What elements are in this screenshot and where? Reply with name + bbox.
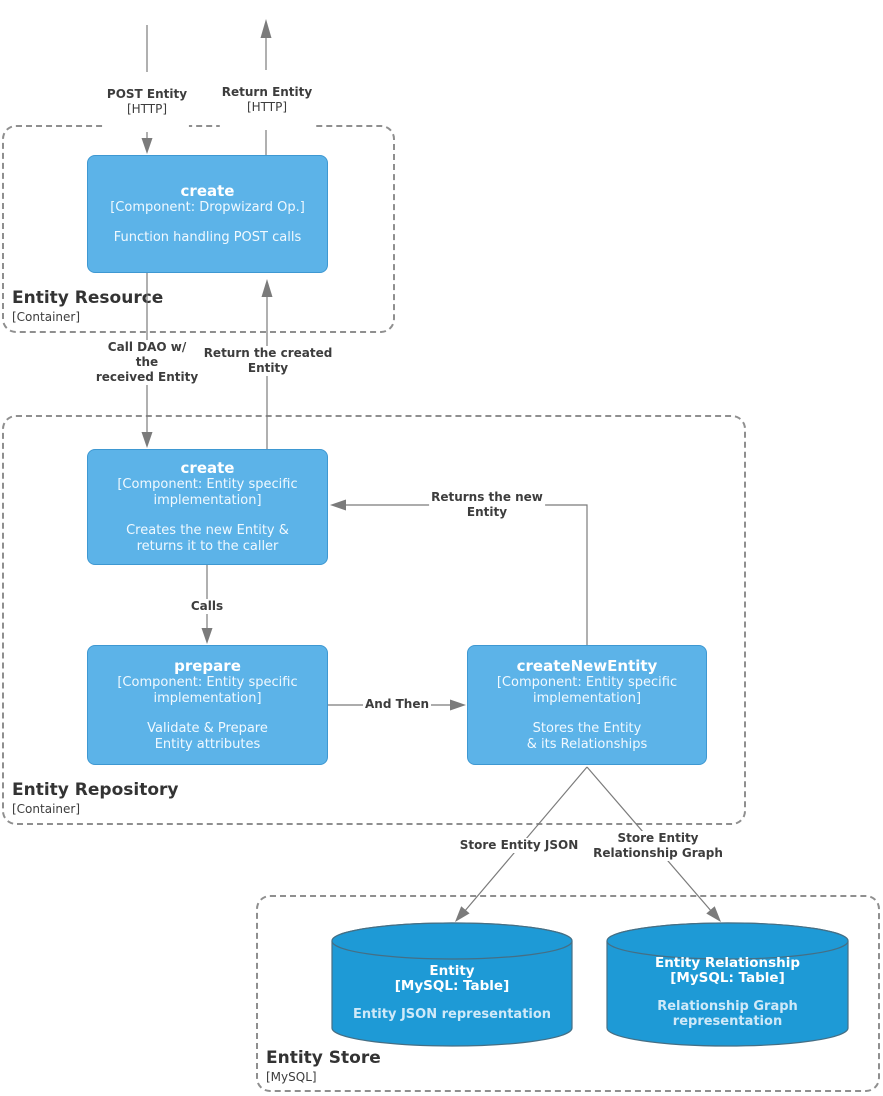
edge-label-store-graph: Store Entity Relationship Graph <box>591 831 725 861</box>
edge-label-return-entity: Return Entity [HTTP] <box>219 70 315 130</box>
component-description: Function handling POST calls <box>113 230 302 245</box>
component-subtitle: [Component: Entity specific implementati… <box>496 675 678 706</box>
database-title: Entity [MySQL: Table] <box>394 963 510 994</box>
database-entity-relationship-text: Entity Relationship [MySQL: Table] Relat… <box>607 955 848 1030</box>
container-title-entity-repository: Entity Repository <box>12 780 179 800</box>
container-title-entity-resource: Entity Resource <box>12 288 164 308</box>
container-type-entity-store: [MySQL] <box>266 1070 317 1084</box>
component-title: createNewEntity <box>516 657 658 675</box>
database-description: Relationship Graph representation <box>657 999 798 1029</box>
edge-label-call-dao: Call DAO w/ the received Entity <box>93 340 201 385</box>
component-subtitle: [Component: Entity specific implementati… <box>117 675 298 706</box>
container-entity-repository <box>2 415 746 825</box>
edge-label-returns-new: Returns the new Entity <box>429 490 545 520</box>
component-create-resource[interactable]: create [Component: Dropwizard Op.] Funct… <box>87 155 328 273</box>
arrowhead-return-entity <box>260 19 272 38</box>
edge-protocol: [HTTP] <box>126 102 168 116</box>
edge-label-text: Return Entity <box>221 85 313 99</box>
edge-label-calls: Calls <box>188 599 226 614</box>
edge-label-post-entity: POST Entity [HTTP] <box>104 72 190 132</box>
edge-label-text: POST Entity <box>106 87 188 101</box>
edge-label-return-created: Return the created Entity <box>201 346 335 376</box>
component-description: Creates the new Entity & returns it to t… <box>126 523 289 554</box>
database-entity-table-text: Entity [MySQL: Table] Entity JSON repres… <box>332 963 572 1023</box>
edge-label-store-json: Store Entity JSON <box>457 838 581 853</box>
container-entity-resource <box>2 125 395 333</box>
edge-protocol: [HTTP] <box>246 100 288 114</box>
container-type-entity-resource: [Container] <box>12 310 81 324</box>
component-description: Validate & Prepare Entity attributes <box>147 721 268 752</box>
component-create-new-entity[interactable]: createNewEntity [Component: Entity speci… <box>467 645 707 765</box>
database-description: Entity JSON representation <box>352 1007 552 1022</box>
container-title-entity-store: Entity Store <box>266 1048 381 1068</box>
edge-label-and-then: And Then <box>362 697 432 712</box>
component-title: prepare <box>174 657 241 675</box>
component-title: create <box>180 182 235 200</box>
container-type-entity-repository: [Container] <box>12 802 81 816</box>
component-prepare[interactable]: prepare [Component: Entity specific impl… <box>87 645 328 765</box>
component-subtitle: [Component: Entity specific implementati… <box>117 477 298 508</box>
component-title: create <box>180 459 235 477</box>
component-create-repository[interactable]: create [Component: Entity specific imple… <box>87 449 328 565</box>
database-title: Entity Relationship [MySQL: Table] <box>654 955 801 986</box>
component-description: Stores the Entity & its Relationships <box>526 721 648 752</box>
component-subtitle: [Component: Dropwizard Op.] <box>110 200 305 215</box>
